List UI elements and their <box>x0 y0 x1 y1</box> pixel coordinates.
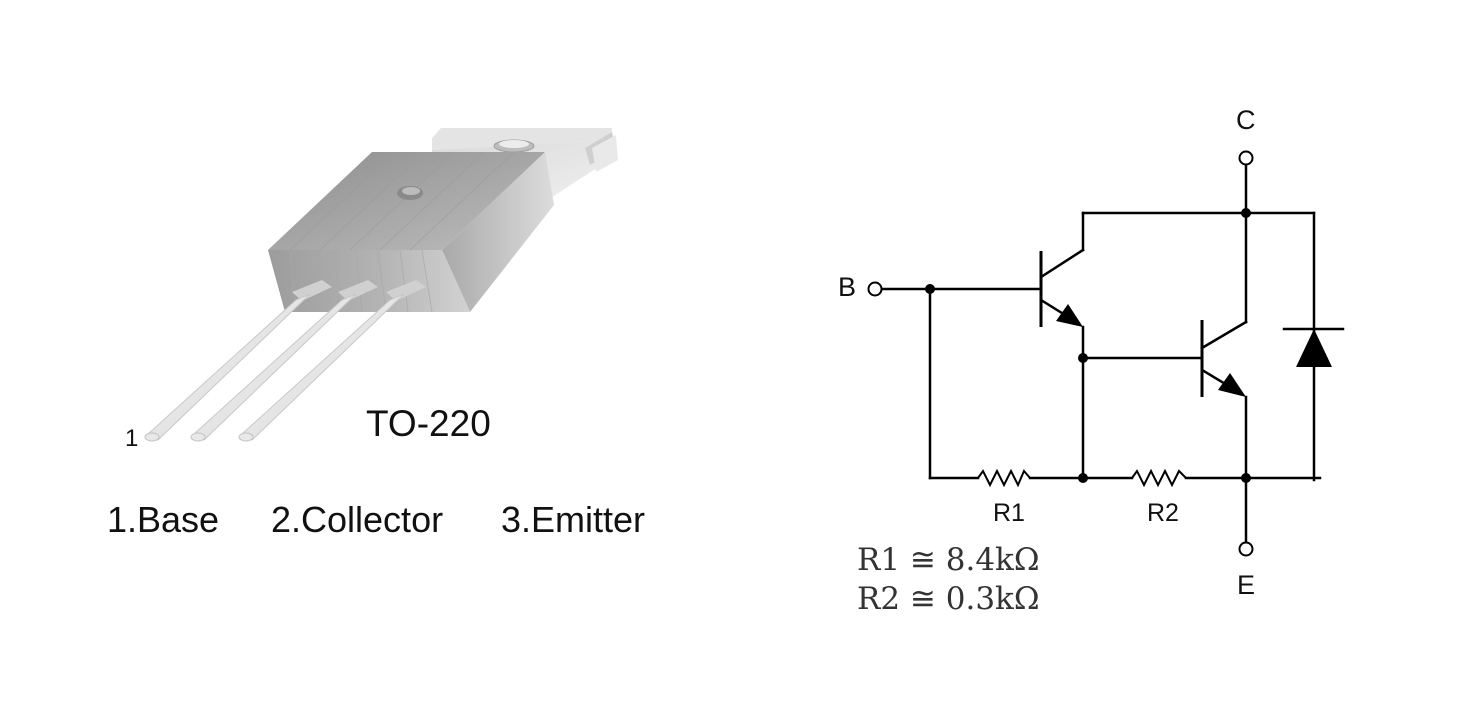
resistor-r1-label: R1 <box>993 499 1025 527</box>
transistor-q2-symbol <box>1200 320 1248 397</box>
package-leads <box>144 280 426 442</box>
terminal-base-label: B <box>838 272 856 302</box>
terminal-collector <box>1238 150 1254 166</box>
terminal-base <box>867 281 883 297</box>
resistor-r2-label: R2 <box>1147 499 1179 527</box>
package-plastic-body <box>268 151 554 313</box>
darlington-schematic: C B E <box>838 105 1345 617</box>
resistor-r1-symbol <box>977 468 1031 488</box>
schematic-wires <box>880 163 1322 544</box>
pin-legend-collector: 2.Collector <box>271 499 443 540</box>
pin-one-marker: 1 <box>125 425 138 452</box>
terminal-collector-label: C <box>1236 105 1256 135</box>
pin-legend-base: 1.Base <box>107 499 219 540</box>
pin-legend-emitter: 3.Emitter <box>501 499 645 540</box>
diode-symbol <box>1282 327 1345 367</box>
pin-legend: 1.Base 2.Collector 3.Emitter <box>107 499 645 540</box>
terminal-emitter <box>1238 541 1254 557</box>
resistor-r2-value: R2 ≅ 0.3kΩ <box>857 581 1040 617</box>
junction-dots <box>925 208 1251 483</box>
terminal-emitter-label: E <box>1237 570 1255 600</box>
to220-package-illustration: 1 TO-220 <box>125 128 618 452</box>
transistor-q1-symbol <box>1039 248 1085 327</box>
package-name-label: TO-220 <box>366 403 491 444</box>
resistor-r1-value: R1 ≅ 8.4kΩ <box>857 542 1040 578</box>
resistor-r2-symbol <box>1131 468 1187 488</box>
